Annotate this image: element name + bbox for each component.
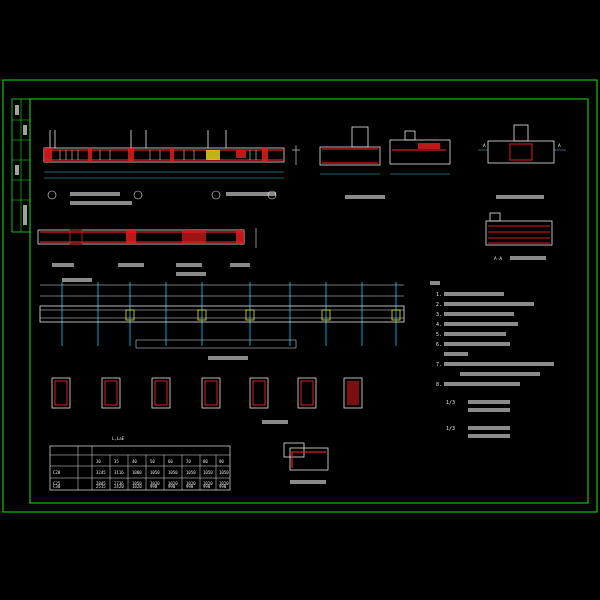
table-cell: 990 bbox=[219, 484, 227, 489]
table-cell: 1020 bbox=[203, 481, 213, 486]
column-sections-row bbox=[51, 377, 363, 424]
table-cell: 990 bbox=[150, 484, 158, 489]
legend-row-2-label: 1/3 bbox=[446, 426, 455, 432]
table-cell: 1020 bbox=[219, 481, 229, 486]
column-joint-detail bbox=[319, 126, 451, 199]
table-header-cell: 40 bbox=[132, 459, 137, 464]
outer-frame bbox=[2, 79, 598, 513]
table-cell: 2515 bbox=[96, 484, 106, 489]
notes-legend: 1/3 1/3 bbox=[446, 400, 510, 438]
table-cell: 1020 bbox=[186, 481, 196, 486]
table-header-cell: 90 bbox=[219, 459, 224, 464]
table-cell: C30 bbox=[53, 484, 61, 489]
table-header-cell: 60 bbox=[168, 459, 173, 464]
table-caption: L,LaE bbox=[112, 436, 125, 441]
table-cell: 1050 bbox=[132, 481, 142, 486]
legend-row-1-label: 1/3 bbox=[446, 400, 455, 406]
note-item: 5. bbox=[436, 332, 442, 338]
table-cell: 1020 bbox=[150, 481, 160, 486]
table-cell: 990 bbox=[168, 484, 176, 489]
beam-details-row bbox=[37, 228, 257, 276]
table-cell: 990 bbox=[186, 484, 194, 489]
frame-elevation bbox=[39, 278, 405, 360]
table-cell: C20 bbox=[53, 470, 61, 475]
general-notes: 1. 2. 3. 4. 5. 6. 7. 8. bbox=[430, 281, 554, 388]
table-cell: 2845 bbox=[96, 481, 106, 486]
table-cell: 3116 bbox=[114, 470, 124, 475]
table-cell: 1050 bbox=[203, 470, 213, 475]
table-cell: 1050 bbox=[219, 470, 229, 475]
table-cell: 3245 bbox=[96, 470, 106, 475]
note-item: 3. bbox=[436, 312, 442, 318]
note-item: 1. bbox=[436, 292, 442, 298]
table-cell: 1050 bbox=[168, 470, 178, 475]
beam-elevation-top bbox=[43, 130, 300, 205]
table-header-cell: 70 bbox=[186, 459, 191, 464]
note-item: 6. bbox=[436, 342, 442, 348]
table-cell: 1050 bbox=[150, 470, 160, 475]
note-item: 7. bbox=[436, 362, 442, 368]
table-header-cell: 30 bbox=[96, 459, 101, 464]
section-mark-left: A bbox=[483, 143, 486, 149]
table-cell: 1050 bbox=[186, 470, 196, 475]
corner-detail bbox=[283, 442, 329, 484]
table-cell: 2736 bbox=[114, 481, 124, 486]
title-block-icon bbox=[11, 98, 31, 233]
table-header-cell: 50 bbox=[150, 459, 155, 464]
table-header-cell: 80 bbox=[203, 459, 208, 464]
table-cell: 2420 bbox=[114, 484, 124, 489]
table-cell: C25 bbox=[53, 481, 61, 486]
table-cell: 1020 bbox=[168, 481, 178, 486]
table-cell: 1020 bbox=[132, 484, 142, 489]
inner-frame bbox=[29, 98, 589, 504]
note-item: 8. bbox=[436, 382, 442, 388]
section-aa-label: A-A bbox=[494, 256, 502, 262]
table-cell: 1080 bbox=[132, 470, 142, 475]
table-header-cell: 35 bbox=[114, 459, 119, 464]
note-item: 4. bbox=[436, 322, 442, 328]
section-mark-right: A bbox=[558, 143, 561, 149]
note-item: 2. bbox=[436, 302, 442, 308]
table-cell: 990 bbox=[203, 484, 211, 489]
beam-section-detail: A A bbox=[478, 124, 566, 199]
section-aa: A-A bbox=[485, 212, 553, 262]
